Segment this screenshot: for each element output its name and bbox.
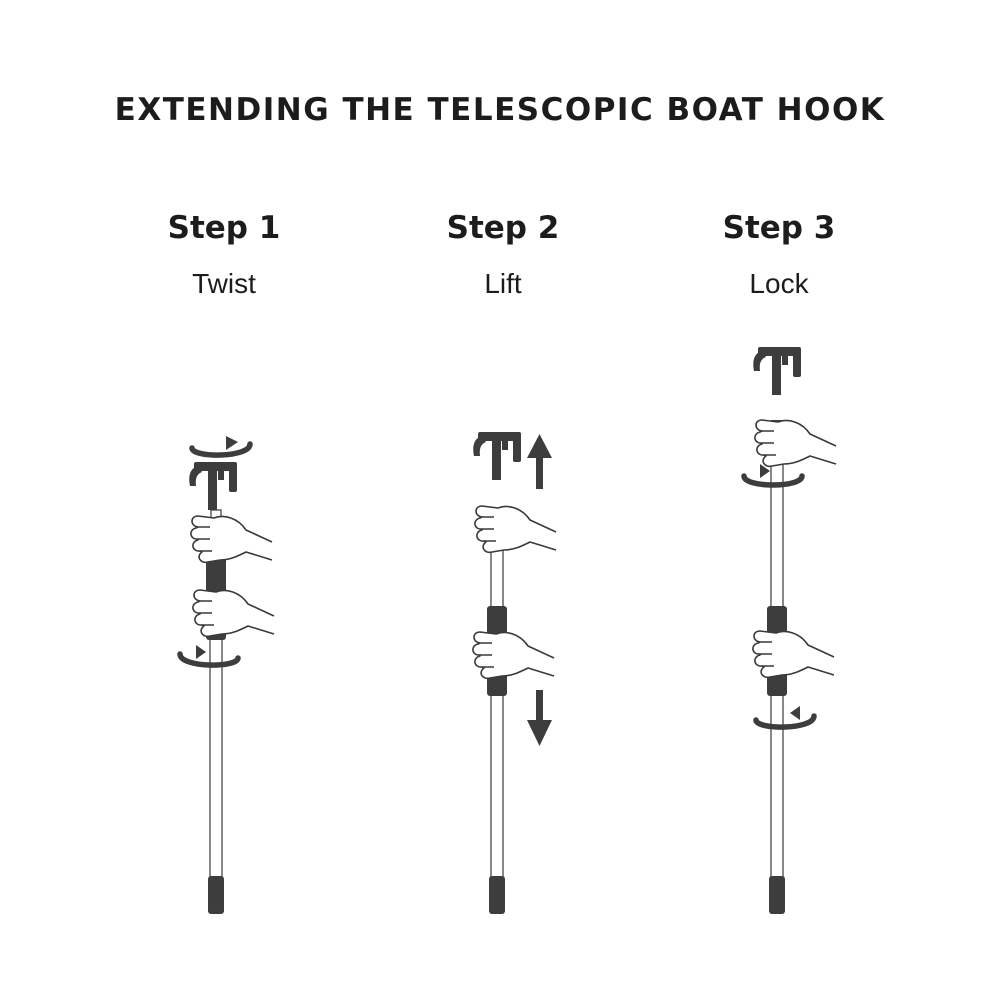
step-1-bottom-rotate-arrow — [177, 651, 241, 668]
step-3-hook-head — [753, 347, 801, 395]
step-3-figure — [741, 347, 837, 914]
step-2-down-arrowhead — [527, 720, 552, 746]
step-2-hook-head — [473, 432, 521, 480]
step-1-lower-hand — [192, 589, 275, 638]
step-2-action: Lift — [484, 268, 522, 299]
step-2-pole — [490, 539, 504, 881]
step-3-end-cap — [769, 876, 785, 914]
step-2-end-cap — [489, 876, 505, 914]
step-2-up-arrowhead — [527, 434, 552, 458]
page-title: EXTENDING THE TELESCOPIC BOAT HOOK — [114, 92, 886, 128]
step-3-lower-hand — [752, 630, 835, 679]
step-1-figure — [177, 436, 275, 914]
step-3-top-rotate-arrow — [741, 473, 805, 488]
step-1-top-arrowhead — [226, 436, 238, 450]
step-1-end-cap — [208, 876, 224, 914]
step-3-heading: Step 3 — [722, 210, 836, 246]
step-2-heading: Step 2 — [446, 210, 560, 246]
step-3-action: Lock — [749, 268, 809, 299]
step-1-heading: Step 1 — [167, 210, 281, 246]
step-2-upper-hand — [474, 505, 557, 554]
step-3-bottom-arrowhead — [790, 706, 800, 720]
step-3-top-arrowhead — [760, 464, 770, 478]
step-2-figure — [472, 432, 557, 914]
step-1-bottom-arrowhead — [196, 645, 206, 659]
step-1-hook-head — [189, 462, 237, 510]
step-2-lower-hand — [472, 631, 555, 680]
step-3-upper-hand — [754, 419, 837, 468]
step-1-upper-hand — [190, 515, 273, 564]
step-2-down-arrow — [536, 690, 543, 722]
step-1-action: Twist — [192, 268, 256, 299]
step-2-up-arrow — [536, 455, 543, 489]
step-3-bottom-rotate-arrow — [753, 713, 817, 730]
step-1-pole-lower — [209, 634, 223, 881]
step-1-top-rotate-arrow — [189, 441, 253, 458]
